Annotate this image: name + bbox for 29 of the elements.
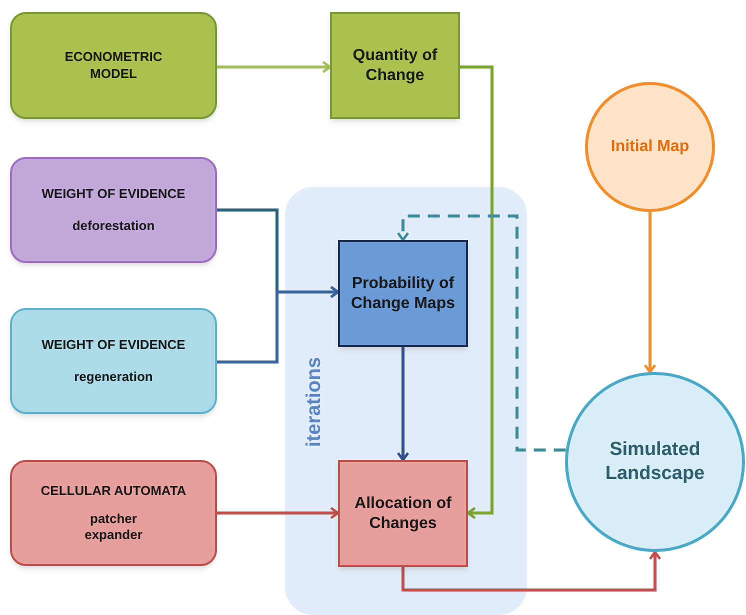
arrow [644, 212, 656, 374]
band-label: iterations [302, 356, 326, 450]
node-text: Initial Map [610, 137, 690, 157]
arrow [217, 286, 340, 364]
node-text: patcher expander [84, 510, 144, 544]
model-box [10, 460, 217, 566]
arrow [217, 506, 340, 520]
arrow [217, 60, 332, 74]
iteration-band [285, 187, 527, 615]
node-text: Quantity of Change [352, 46, 438, 86]
node-text: WEIGHT OF EVIDENCE [42, 336, 186, 353]
model-box [10, 12, 217, 119]
arrow [396, 347, 410, 462]
node-text: Probability of Change Maps [350, 274, 456, 314]
arrow [460, 66, 494, 520]
node-text: WEIGHT OF EVIDENCE [42, 186, 186, 202]
node-text: CELLULAR AUTOMATA [40, 482, 186, 499]
arrow [396, 214, 566, 452]
process-box [338, 460, 468, 567]
node-text: Allocation of Changes [354, 494, 452, 534]
arrow [402, 550, 662, 592]
node-text: Simulated Landscape [604, 438, 706, 486]
process-box [338, 240, 468, 347]
model-box [10, 308, 217, 414]
model-box [10, 157, 217, 263]
node-text: regeneration [74, 369, 153, 386]
node-text: ECONOMETRIC MODEL [64, 49, 164, 82]
process-box [330, 12, 460, 119]
node-text: deforestation [72, 218, 155, 234]
